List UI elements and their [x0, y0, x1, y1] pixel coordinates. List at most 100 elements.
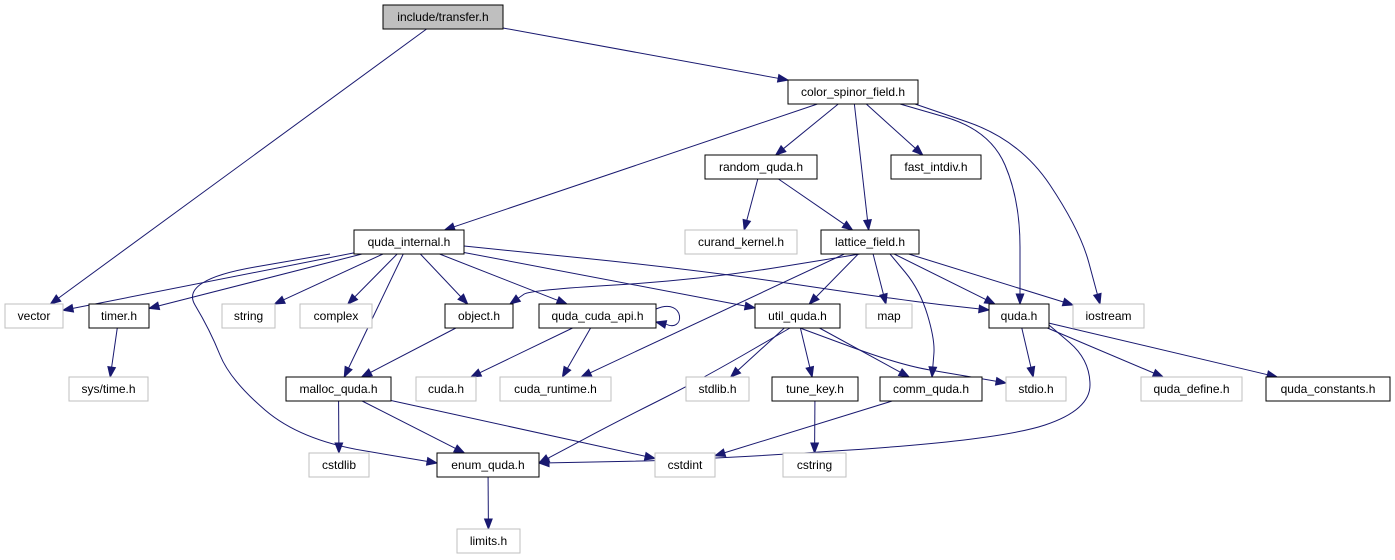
node-box	[88, 303, 150, 329]
edge-arrowhead	[425, 456, 439, 466]
edge-quda_internal-to-complex	[346, 253, 398, 306]
edge-arrowhead	[537, 458, 550, 468]
edge-line	[463, 251, 746, 307]
edge-arrowhead	[810, 442, 820, 455]
node-quda-constants[interactable]: quda_constants.h	[1265, 376, 1391, 402]
edge-quda-to-quda_constants	[1048, 322, 1279, 379]
dependency-edges	[49, 27, 1279, 531]
node-vector: vector	[4, 303, 64, 329]
edge-line	[192, 253, 428, 462]
edge-arrowhead	[343, 365, 353, 379]
edge-line	[1047, 327, 1155, 374]
edge-arrowhead	[508, 294, 522, 305]
edge-arrowhead	[776, 73, 790, 83]
node-label: iostream	[1085, 309, 1131, 323]
edge-line	[348, 253, 404, 369]
edge-line	[655, 306, 680, 326]
edge-line	[1021, 327, 1032, 368]
node-fast-intdiv[interactable]: fast_intdiv.h	[890, 154, 982, 180]
node-box	[890, 154, 982, 180]
edge-arrowhead	[346, 293, 359, 306]
node-complex: complex	[299, 303, 373, 329]
edge-arrowhead	[443, 222, 456, 231]
edge-line	[778, 178, 845, 225]
edge-lattice_field-to-quda	[893, 253, 997, 305]
node-random-quda[interactable]: random_quda.h	[704, 154, 818, 180]
edge-transfer-to-color_spinor_field	[502, 27, 790, 83]
edge-arrowhead	[469, 368, 483, 378]
edge-line	[799, 327, 811, 368]
edge-quda_internal-to-malloc_quda	[343, 253, 404, 379]
edge-quda-to-quda_define	[1047, 327, 1165, 378]
node-stdlib: stdlib.h	[685, 376, 750, 402]
edge-arrowhead	[742, 218, 752, 232]
edge-arrowhead	[334, 442, 344, 455]
node-box	[1005, 376, 1067, 402]
node-object[interactable]: object.h	[444, 303, 514, 329]
edge-line	[737, 327, 785, 371]
node-box	[1072, 303, 1145, 329]
edge-arrowhead	[61, 303, 75, 313]
node-label: quda_define.h	[1153, 382, 1229, 396]
node-box	[456, 528, 521, 554]
edge-arrowhead	[49, 294, 62, 305]
edge-util_quda-to-stdlib	[729, 327, 785, 378]
node-box	[771, 376, 859, 402]
node-label: sys/time.h	[81, 382, 135, 396]
node-label: malloc_quda.h	[299, 382, 377, 396]
edge-quda_internal-to-quda_cuda_api	[439, 253, 569, 305]
edge-color_spinor_field-to-quda	[899, 103, 1025, 306]
node-label: tune_key.h	[786, 382, 844, 396]
node-box	[988, 303, 1050, 329]
edge-line	[502, 27, 779, 79]
node-label: cstdlib	[322, 458, 356, 472]
edge-line	[517, 253, 861, 299]
node-quda-cuda-api[interactable]: quda_cuda_api.h	[538, 303, 657, 329]
edge-line	[72, 252, 355, 309]
edge-arrowhead	[1061, 297, 1075, 307]
edge-line	[889, 253, 935, 368]
edge-quda_cuda_api-to-cuda_runtime	[561, 327, 592, 379]
edge-util_quda-to-comm_quda	[819, 327, 911, 378]
edge-line	[899, 103, 1021, 294]
node-box	[1265, 376, 1391, 402]
node-quda-internal[interactable]: quda_internal.h	[353, 229, 465, 255]
edge-arrowhead	[713, 448, 727, 457]
node-label: object.h	[458, 309, 500, 323]
edge-arrowhead	[743, 301, 757, 311]
edge-random_quda-to-curand_kernel	[742, 178, 759, 232]
node-color-spinor-field[interactable]: color_spinor_field.h	[787, 79, 919, 105]
node-box	[68, 376, 149, 402]
edge-transfer-to-vector	[49, 28, 427, 305]
node-label: comm_quda.h	[893, 382, 969, 396]
node-comm-quda[interactable]: comm_quda.h	[879, 376, 983, 402]
edge-line	[361, 400, 456, 449]
edge-line	[815, 253, 859, 298]
edge-lattice_field-to-comm_quda	[889, 253, 938, 379]
node-enum-quda[interactable]: enum_quda.h	[436, 452, 540, 478]
node-malloc-quda[interactable]: malloc_quda.h	[285, 376, 392, 402]
node-label: cuda_runtime.h	[514, 382, 597, 396]
node-lattice-field[interactable]: lattice_field.h	[820, 229, 920, 255]
edge-quda_internal-to-quda	[463, 245, 991, 314]
edge-arrowhead	[654, 320, 668, 329]
edge-line	[724, 400, 893, 454]
edge-malloc_quda-to-cstdlib	[334, 400, 344, 455]
edge-comm_quda-to-cstdint	[713, 400, 893, 457]
node-timer[interactable]: timer.h	[88, 303, 150, 329]
edge-quda_internal-to-string	[273, 253, 384, 305]
edge-line	[783, 103, 839, 150]
edge-arrowhead	[878, 292, 888, 306]
edge-arrowhead	[1092, 292, 1102, 306]
edge-arrowhead	[147, 301, 161, 311]
edge-color_spinor_field-to-lattice_field	[853, 103, 872, 232]
node-tune-key[interactable]: tune_key.h	[771, 376, 859, 402]
edge-malloc_quda-to-cstdint	[390, 400, 657, 461]
edge-arrowhead	[983, 295, 997, 305]
node-transfer[interactable]: include/transfer.h	[382, 4, 504, 30]
node-label: cstdint	[668, 458, 703, 472]
node-util-quda[interactable]: util_quda.h	[754, 303, 841, 329]
node-quda[interactable]: quda.h	[988, 303, 1050, 329]
node-box	[782, 452, 847, 478]
